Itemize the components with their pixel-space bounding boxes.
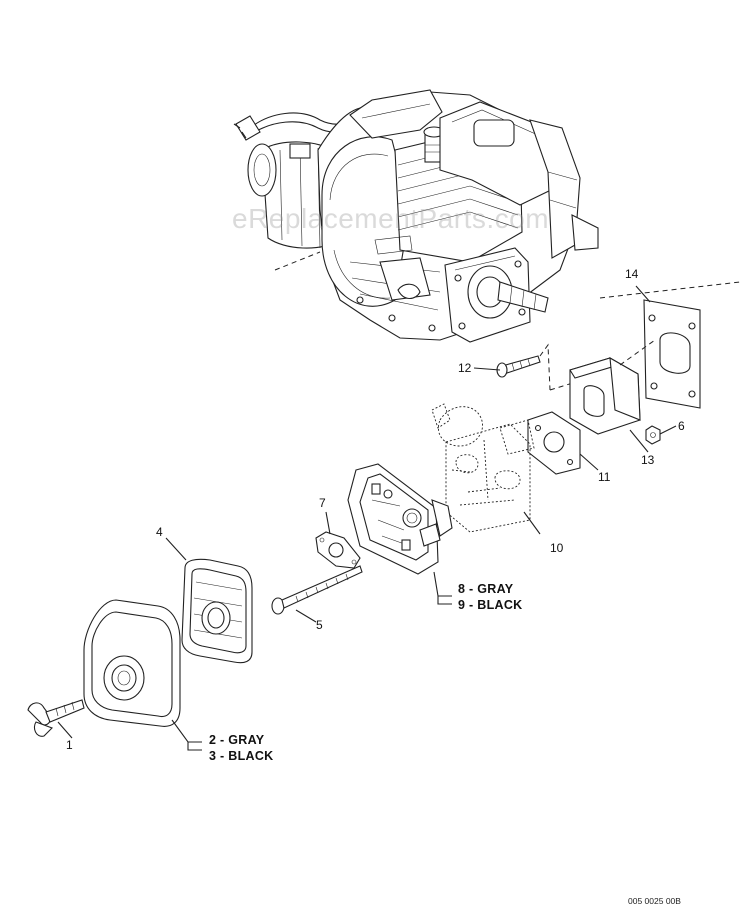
nut-6 [645, 425, 661, 445]
wing-bolt-1 [27, 699, 85, 739]
callout-9: 9 - BLACK [458, 598, 523, 612]
watermark: eReplacementParts.com [232, 203, 550, 234]
air-cleaner-case-8-9 [347, 463, 453, 605]
callout-10: 10 [550, 541, 564, 555]
engine-assembly [233, 89, 741, 343]
callout-2: 2 - GRAY [209, 733, 265, 747]
callout-14: 14 [625, 267, 639, 281]
callout-1: 1 [66, 738, 73, 752]
gasket-7 [315, 511, 361, 569]
air-filter-4 [165, 537, 253, 664]
callout-4: 4 [156, 525, 163, 539]
callout-5: 5 [316, 618, 323, 632]
callout-7: 7 [319, 496, 326, 510]
air-cleaner-cover-2-3 [83, 599, 202, 751]
callout-6: 6 [678, 419, 685, 433]
callout-8: 8 - GRAY [458, 582, 514, 596]
leader-lines [473, 367, 677, 471]
callout-12: 12 [458, 361, 472, 375]
callout-13: 13 [641, 453, 655, 467]
callout-11: 11 [598, 470, 611, 484]
gasket-14 [635, 285, 701, 409]
screw-12 [496, 343, 577, 391]
insulator-13 [569, 339, 656, 435]
gasket-11 [527, 411, 581, 475]
carburetor-10 [431, 403, 541, 535]
bolt-5 [271, 565, 363, 623]
document-number: 005 0025 00B [628, 896, 681, 906]
callout-3: 3 - BLACK [209, 749, 274, 763]
